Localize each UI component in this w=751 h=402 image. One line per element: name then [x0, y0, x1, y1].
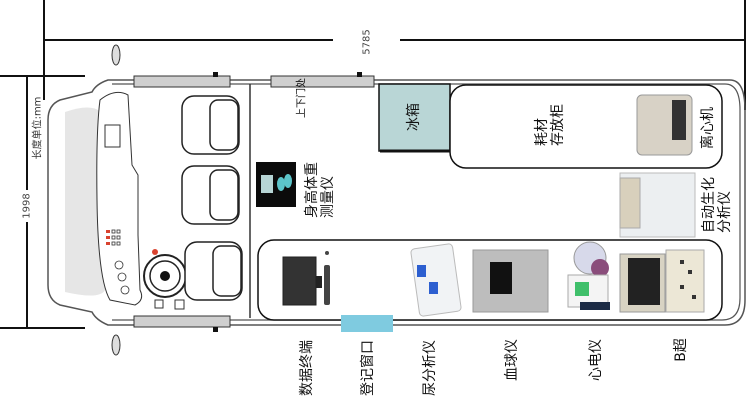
data-terminal-label: 数据终端: [298, 340, 315, 396]
door-label: 上下门处: [296, 78, 308, 118]
blood-counter-label: 血球仪: [503, 339, 520, 381]
seats: [181, 95, 243, 301]
biochem-analyzer-image: [619, 172, 696, 238]
registration-window: [341, 315, 393, 332]
dashboard: [96, 91, 143, 306]
van-body-outline: [47, 79, 746, 326]
height-weight-label: 身高体重 测量仪: [303, 162, 336, 218]
steering-wheel-icon: [143, 254, 187, 298]
centrifuge-image: [636, 94, 693, 156]
blood-counter-image: [472, 249, 549, 313]
urine-analyzer-image: [410, 243, 462, 317]
centrifuge-label: 离心机: [699, 107, 716, 149]
windshield: [65, 107, 105, 296]
unit-note: 长度单位:mm: [32, 96, 44, 160]
mirror-icon: [111, 44, 121, 66]
door-rails: [133, 75, 375, 328]
width-dimension: 1998: [21, 193, 33, 219]
mirror-icon: [111, 334, 121, 356]
fridge: [378, 83, 451, 152]
computer-monitor-icon: [282, 251, 330, 306]
biochem-analyzer-label: 自动生化 分析仪: [700, 177, 733, 233]
ultrasound-label: B超: [672, 338, 689, 362]
fridge-label: 冰箱: [405, 103, 422, 131]
ecg-image: [567, 241, 610, 310]
registration-window-label: 登记窗口: [359, 340, 376, 396]
control-buttons: [106, 230, 110, 245]
urine-analyzer-label: 尿分析仪: [421, 340, 438, 396]
ultrasound-image: [619, 249, 705, 313]
dimension-lines: [0, 0, 746, 329]
ecg-label: 心电仪: [587, 339, 604, 381]
cabinet-label: 耗材 存放柜: [533, 104, 566, 146]
length-dimension: 5785: [361, 29, 373, 55]
